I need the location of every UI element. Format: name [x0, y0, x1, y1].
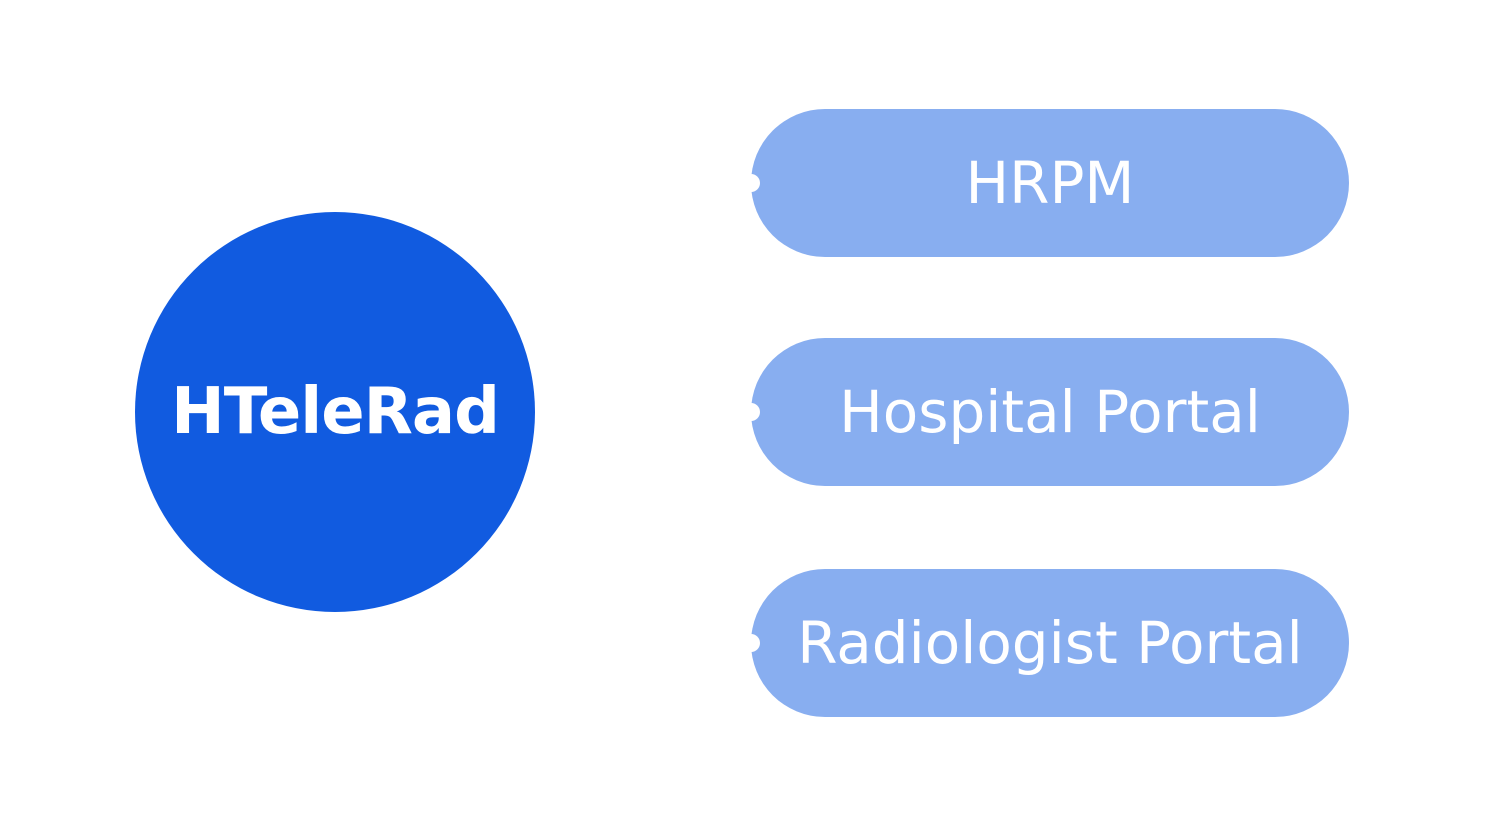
- connector-dot: [742, 174, 760, 192]
- hub-label: HTeleRad: [171, 375, 500, 449]
- node-label: HRPM: [965, 149, 1135, 217]
- node-label: Hospital Portal: [839, 378, 1261, 446]
- node-label: Radiologist Portal: [797, 609, 1303, 677]
- node-hrpm[interactable]: HRPM: [742, 109, 1349, 257]
- node-hospital-portal[interactable]: Hospital Portal: [742, 338, 1349, 486]
- node-radiologist-portal[interactable]: Radiologist Portal: [742, 569, 1349, 717]
- hteleRad-hub-circle: HTeleRad: [135, 212, 535, 612]
- connector-dot: [742, 403, 760, 421]
- connector-dot: [742, 634, 760, 652]
